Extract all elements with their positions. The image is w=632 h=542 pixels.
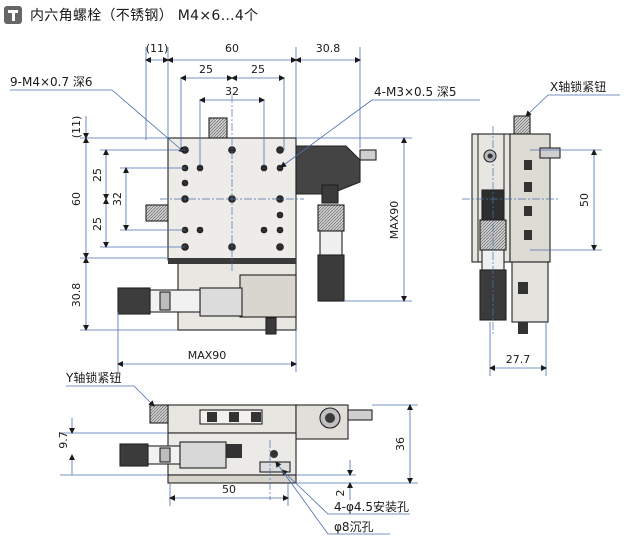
right-stub <box>359 149 377 161</box>
dim-25-left: 25 <box>199 63 213 76</box>
left-lock-knob <box>145 204 169 222</box>
side-view: X轴锁紧钮 50 27.7 <box>462 79 620 376</box>
dim-11-side: (11) <box>70 116 83 139</box>
dim-50-front: 50 <box>222 483 236 496</box>
side-lower-block <box>511 261 549 323</box>
dim-max90-bottom: MAX90 <box>188 349 227 362</box>
callout-mount-holes: 4-φ4.5安装孔 <box>334 499 409 514</box>
top-lock-knob <box>208 117 228 139</box>
front-y-knob <box>149 404 169 424</box>
callout-m4-holes: 9-M4×0.7 深6 <box>10 75 93 89</box>
front-micrometer <box>119 441 227 469</box>
side-top-knob <box>513 115 531 135</box>
front-base <box>167 474 297 484</box>
mounting-holes <box>181 146 284 251</box>
callout-y-lock-knob: Y轴锁紧钮 <box>65 370 121 385</box>
dim-27-7: 27.7 <box>506 353 531 366</box>
callout-m3-holes: 4-M3×0.5 深5 <box>374 85 457 99</box>
dim-25-right: 25 <box>251 63 265 76</box>
y-micrometer <box>117 287 277 335</box>
dim-2: 2 <box>334 490 347 497</box>
dim-25-lower: 25 <box>91 217 104 231</box>
dim-60-top: 60 <box>225 42 239 55</box>
dim-60-side: 60 <box>70 192 83 206</box>
callout-counterbore: φ8沉孔 <box>334 520 374 534</box>
dim-max90-right: MAX90 <box>388 201 401 240</box>
dim-50-side: 50 <box>578 193 591 207</box>
dim-30-8-side: 30.8 <box>70 283 83 308</box>
callout-x-lock-knob: X轴锁紧钮 <box>550 79 606 94</box>
header-title: 内六角螺栓（不锈钢） M4×6…4个 <box>30 8 259 24</box>
front-view: Y轴锁紧钮 9.7 36 50 2 4-φ4.5安装孔 φ8沉孔 <box>57 370 418 535</box>
dim-32-side: 32 <box>111 192 124 206</box>
dim-32-top: 32 <box>225 85 239 98</box>
header: 内六角螺栓（不锈钢） M4×6…4个 <box>4 4 258 26</box>
top-view: (11) 60 30.8 25 25 32 9-M4×0.7 深6 4-M3×0… <box>10 42 480 372</box>
dim-11-top: (11) <box>146 42 169 55</box>
dim-36: 36 <box>394 437 407 451</box>
dim-30-8-top: 30.8 <box>316 42 341 55</box>
screw-icon <box>4 6 22 24</box>
lower-inner <box>239 274 297 318</box>
x-micrometer <box>317 184 345 302</box>
dim-25-upper: 25 <box>91 168 104 182</box>
right-bracket <box>295 145 361 195</box>
dim-9-7: 9.7 <box>57 431 70 449</box>
